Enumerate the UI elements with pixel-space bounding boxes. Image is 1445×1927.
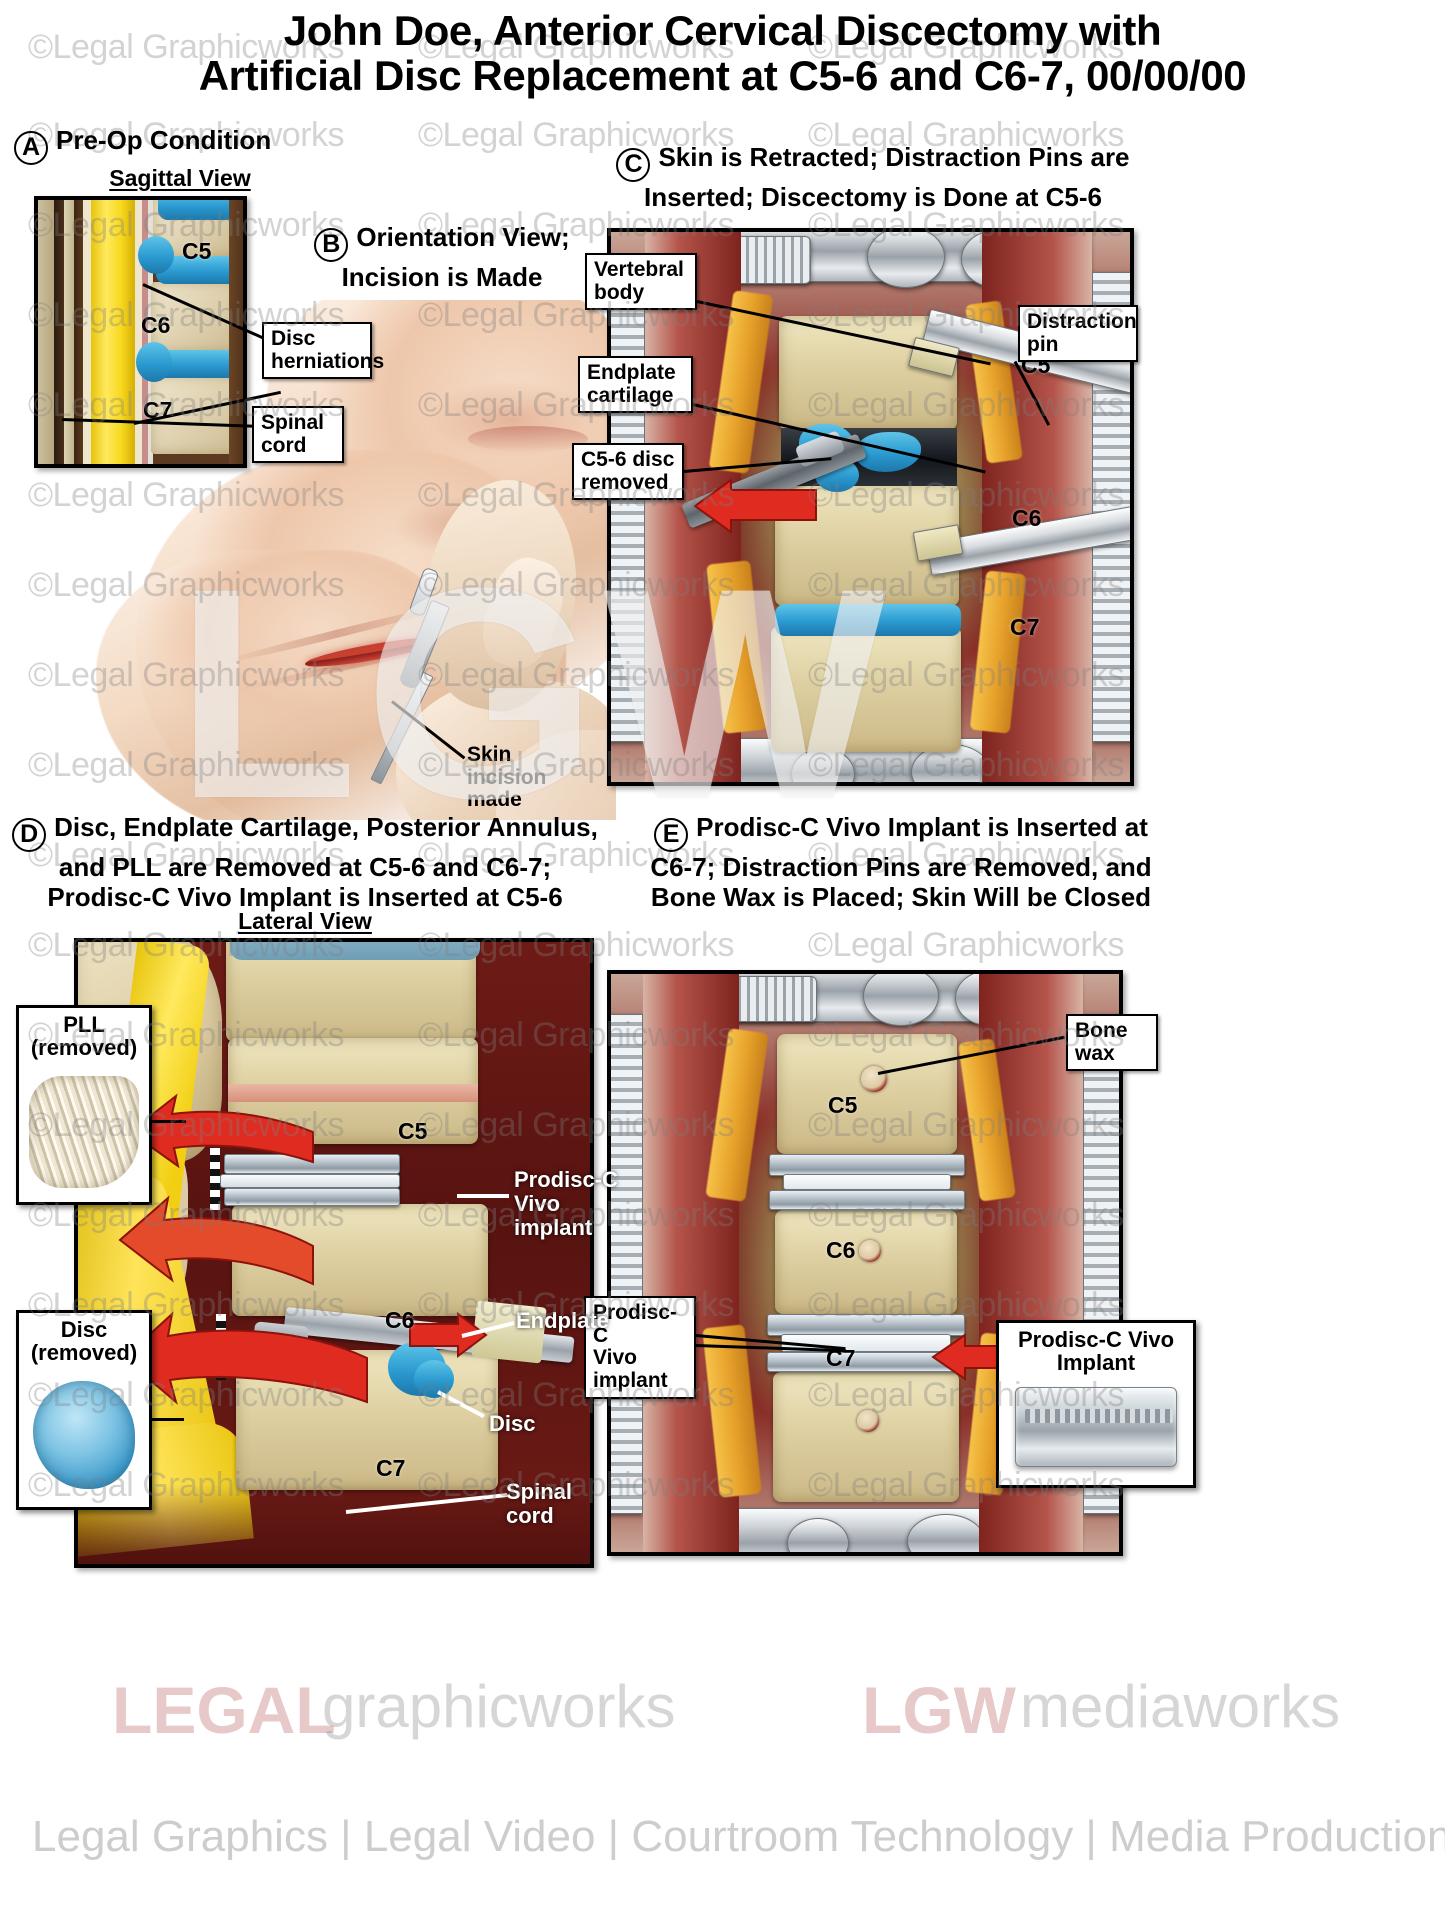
callout-bone-wax: Bone wax	[1066, 1014, 1158, 1072]
inset-prodisc-title: Prodisc-C Vivo Implant	[1017, 1327, 1175, 1376]
inset-disc-removed: Disc (removed)	[16, 1310, 152, 1510]
watermark: ©Legal Graphicworks	[808, 926, 1125, 964]
panel-a-label-c6: C6	[141, 312, 171, 338]
panel-d-label-c6: C6	[385, 1307, 415, 1333]
panel-b-heading-line2: Incision is Made	[341, 261, 543, 292]
panel-a-subview-label: Sagittal View	[109, 165, 251, 191]
red-arrow-icon	[122, 1311, 368, 1405]
panel-a-heading: A Pre-Op Condition	[14, 125, 314, 165]
panel-d-heading-line2: and PLL are Removed at C5-6 and C6-7;	[58, 851, 552, 882]
watermark-mediaworks: mediaworks	[1020, 1673, 1341, 1740]
panel-d-heading-line1: Disc, Endplate Cartilage, Posterior Annu…	[54, 812, 598, 842]
panel-e-heading-line2: C6-7; Distraction Pins are Removed, and	[650, 851, 1152, 882]
red-arrow-icon	[693, 478, 817, 534]
panel-d-label-c7: C7	[376, 1455, 406, 1481]
panel-e-label-c5: C5	[828, 1092, 858, 1118]
panel-a-label-c5: C5	[182, 238, 212, 264]
panel-a-heading-text: Pre-Op Condition	[56, 125, 272, 155]
watermark-footer: Legal Graphics | Legal Video | Courtroom…	[32, 1812, 1445, 1861]
leader-line	[152, 1418, 184, 1421]
leader-line	[152, 1120, 186, 1123]
panel-d-subview-label: Lateral View	[238, 908, 372, 934]
watermark-lgw-red: LGW	[862, 1673, 1016, 1747]
panel-d-heading-line3: Prodisc-C Vivo Implant is Inserted at C5…	[47, 881, 563, 912]
panel-d-label-c5: C5	[398, 1118, 428, 1144]
panel-c-heading-line2: Inserted; Discectomy is Done at C5-6	[643, 181, 1103, 212]
inset-disc-title: Disc (removed)	[30, 1317, 138, 1366]
inset-prodisc-implant: Prodisc-C Vivo Implant	[996, 1320, 1196, 1488]
panel-c-badge: C	[616, 147, 651, 182]
callout-c56-disc-removed: C5-6 disc removed	[572, 443, 684, 501]
callout-endplate-cartilage: Endplate cartilage	[578, 356, 693, 414]
panel-d-badge: D	[12, 817, 47, 852]
callout-spinal-cord: Spinal cord	[252, 406, 344, 464]
callout-disc-herniations: Disc herniations	[262, 322, 384, 380]
panel-b-heading-line1: Orientation View;	[356, 222, 570, 252]
red-arrow-icon	[409, 1312, 488, 1358]
panel-d-label-endplate: Endplate	[516, 1308, 609, 1333]
panel-a-badge: A	[14, 130, 48, 165]
panel-b-badge: B	[314, 227, 349, 262]
page-title-line1: John Doe, Anterior Cervical Discectomy w…	[283, 7, 1162, 54]
panel-e-heading-line1: Prodisc-C Vivo Implant is Inserted at	[696, 812, 1148, 842]
panel-d-label-implant: Prodisc-C Vivo implant	[514, 1167, 618, 1241]
watermark-legal-red: LEGAL	[112, 1673, 336, 1747]
panel-d-label-disc: Disc	[489, 1411, 536, 1436]
callout-prodisc-implant-e: Prodisc-C Vivo implant	[584, 1296, 696, 1399]
watermark-graphicworks: graphicworks	[322, 1673, 676, 1740]
panel-e-heading-line3: Bone Wax is Placed; Skin Will be Closed	[650, 881, 1152, 912]
leader-line	[457, 1194, 509, 1198]
red-arrow-icon	[128, 1093, 314, 1169]
callout-vertebral-body: Vertebral body	[585, 253, 697, 311]
panel-d-label-spinal-cord: Spinal cord	[506, 1479, 573, 1529]
inset-pll-title: PLL (removed)	[30, 1012, 138, 1061]
panel-e-badge: E	[654, 817, 689, 852]
panel-d-illustration	[74, 938, 594, 1568]
panel-c-label-c7: C7	[1010, 614, 1040, 640]
callout-skin-incision: Skin incision made	[467, 743, 547, 812]
panel-c-label-c6: C6	[1012, 505, 1042, 531]
inset-pll-removed: PLL (removed)	[16, 1005, 152, 1205]
page-title-line2: Artificial Disc Replacement at C5-6 and …	[198, 52, 1247, 100]
panel-c-heading-line1: Skin is Retracted; Distraction Pins are	[658, 142, 1130, 172]
red-arrow-icon	[118, 1195, 314, 1286]
callout-distraction-pin: Distraction pin	[1018, 305, 1138, 363]
panel-e-label-c6: C6	[826, 1237, 856, 1263]
page-title: John Doe, Anterior Cervical Discectomy w…	[0, 8, 1445, 99]
